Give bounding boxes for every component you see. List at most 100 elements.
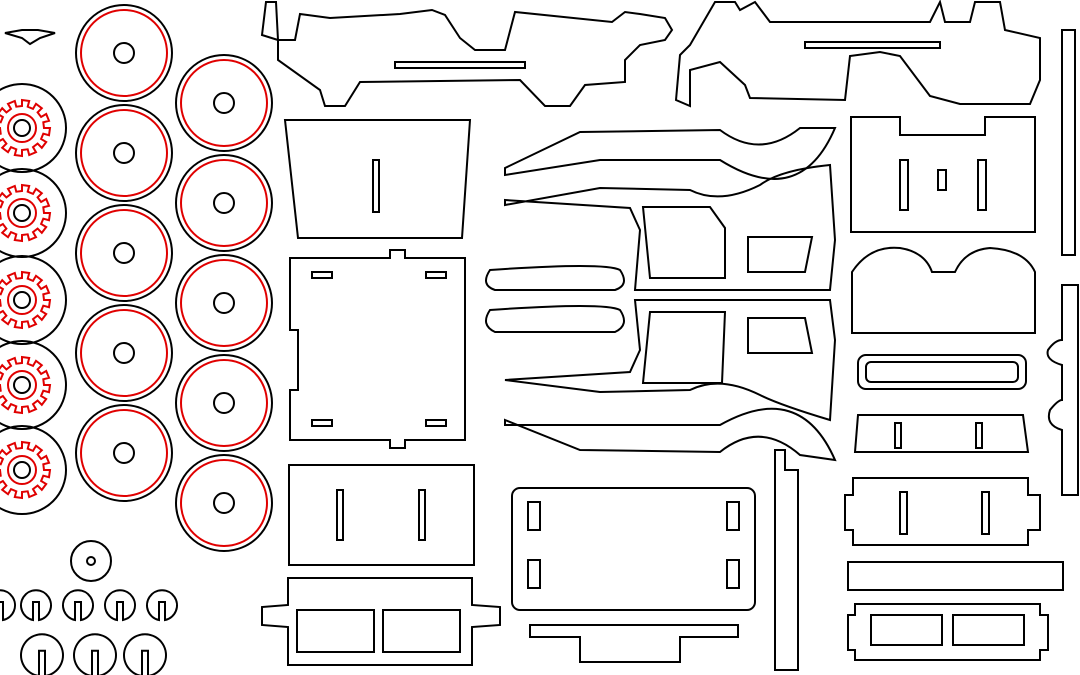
slot (527, 501, 541, 531)
side-top-left (260, 1, 674, 107)
gear-wheel (0, 340, 67, 430)
wheel-tread-engrave (80, 309, 168, 397)
wheel (175, 454, 273, 552)
window (296, 609, 375, 653)
side-panel-upper (504, 163, 837, 291)
base-plate (511, 487, 756, 611)
slot (726, 559, 740, 589)
gear-wheel-outline (0, 425, 67, 515)
gear-wheel-outline (0, 255, 67, 345)
side-rail (1046, 284, 1079, 496)
wheel-tread-engrave (180, 359, 268, 447)
wheel-outline (175, 254, 273, 352)
wheel (175, 154, 273, 252)
clip-outline (104, 589, 136, 622)
slot (336, 489, 344, 541)
clip-outline (0, 589, 16, 622)
wheel-outline (75, 4, 173, 102)
slot (311, 419, 333, 427)
slot (527, 559, 541, 589)
long-strip (529, 624, 739, 663)
axle-clip (104, 589, 136, 622)
gear-engrave (0, 355, 52, 415)
slot (418, 489, 426, 541)
dash-panel (853, 414, 1030, 453)
axle-hole (213, 392, 235, 414)
gear-wheel-outline (0, 83, 67, 173)
axle-clip (20, 589, 52, 622)
slot (894, 422, 902, 449)
fender-bottom (504, 407, 837, 462)
window (382, 609, 461, 653)
wheel-tread-engrave (180, 259, 268, 347)
gear-engrave (0, 270, 52, 330)
axle-hole (13, 291, 31, 309)
slot (975, 422, 983, 449)
slot (804, 41, 941, 49)
tray-panel (847, 603, 1049, 661)
slot (726, 501, 740, 531)
gear-wheel (0, 255, 67, 345)
axle-hole (213, 292, 235, 314)
axle-clip (0, 589, 16, 622)
fender-top (504, 127, 837, 180)
side-panel-lower (504, 299, 837, 422)
hub-engrave (7, 113, 37, 143)
side-top-right (674, 0, 1041, 108)
vertical-strip (774, 449, 799, 671)
axle-clip (123, 633, 167, 675)
wheel-tread-engrave (180, 159, 268, 247)
wheel-outline (75, 304, 173, 402)
axle-hole (113, 342, 135, 364)
wheel-outline (175, 354, 273, 452)
slot (372, 159, 380, 213)
wheel (75, 304, 173, 402)
axle-hole (213, 492, 235, 514)
clip-outline (20, 633, 64, 675)
slot (394, 61, 526, 69)
wheel (75, 4, 173, 102)
wheel-tread-engrave (80, 209, 168, 297)
slot (981, 491, 990, 535)
wheel-parts (75, 4, 273, 552)
gear-wheel (0, 425, 67, 515)
hub-engrave (7, 198, 37, 228)
wheel (75, 104, 173, 202)
small-cap (4, 29, 56, 46)
axle-hole (113, 242, 135, 264)
axle-hole (213, 92, 235, 114)
axle-hole (13, 204, 31, 222)
clip-outline (146, 589, 178, 622)
axle-bracket (485, 305, 625, 333)
seat-panel (850, 116, 1036, 233)
wheel (75, 404, 173, 502)
washer-hole (86, 556, 96, 566)
chassis-sides (260, 0, 1076, 256)
gear-parts (0, 83, 67, 515)
gear-wheel-outline (0, 168, 67, 258)
wheel-outline (175, 154, 273, 252)
gear-wheel (0, 83, 67, 173)
clip-outline (73, 633, 117, 675)
clip-outline (20, 589, 52, 622)
axle-clip (62, 589, 94, 622)
slot (311, 271, 333, 279)
right-panels (844, 116, 1079, 661)
axle-clip (146, 589, 178, 622)
window-rear (747, 317, 814, 354)
window (952, 614, 1025, 646)
axle-hole (113, 142, 135, 164)
wheel (175, 54, 273, 152)
wheel-tread-engrave (80, 109, 168, 197)
wheel-outline (75, 104, 173, 202)
slot (425, 419, 447, 427)
flat-strip (847, 561, 1064, 591)
axle-hole (113, 442, 135, 464)
wheel-outline (75, 204, 173, 302)
wheel (75, 204, 173, 302)
wheel-tread-engrave (80, 409, 168, 497)
axle-clip (20, 633, 64, 675)
slot (899, 159, 909, 211)
hub-engrave (7, 285, 37, 315)
